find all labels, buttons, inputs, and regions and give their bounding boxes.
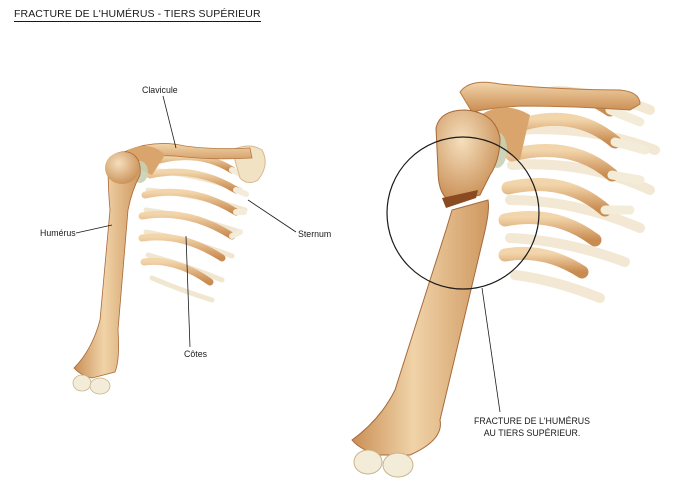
fracture-callout: FRACTURE DE L'HUMÉRUS AU TIERS SUPÉRIEUR… [462, 416, 602, 439]
page-title: FRACTURE DE L'HUMÉRUS - TIERS SUPÉRIEUR [14, 8, 261, 22]
fracture-callout-line2: AU TIERS SUPÉRIEUR. [483, 427, 581, 438]
right-clavicle [459, 81, 641, 113]
left-ribs [138, 153, 240, 286]
right-costal-cartilage [600, 105, 650, 215]
right-condyles [353, 449, 414, 478]
fracture-surface [442, 190, 478, 208]
callout-leader-line [481, 287, 501, 413]
left-scapula [128, 146, 165, 175]
left-condyles [72, 374, 111, 395]
label-ribs: Côtes [184, 349, 207, 359]
left-skeleton [72, 143, 266, 395]
fracture-callout-line1: FRACTURE DE L'HUMÉRUS [473, 416, 591, 426]
left-leader-lines [75, 95, 297, 348]
label-clavicle: Clavicule [142, 85, 178, 95]
left-humerus [73, 151, 141, 379]
label-humerus: Humérus [40, 228, 76, 238]
right-humerus-head-fragment [435, 109, 501, 200]
left-humeral-head [105, 152, 139, 184]
magnifier-circle [386, 136, 540, 290]
right-scapula [480, 107, 530, 160]
label-sternum: Sternum [298, 229, 332, 239]
right-skeleton [351, 81, 660, 478]
